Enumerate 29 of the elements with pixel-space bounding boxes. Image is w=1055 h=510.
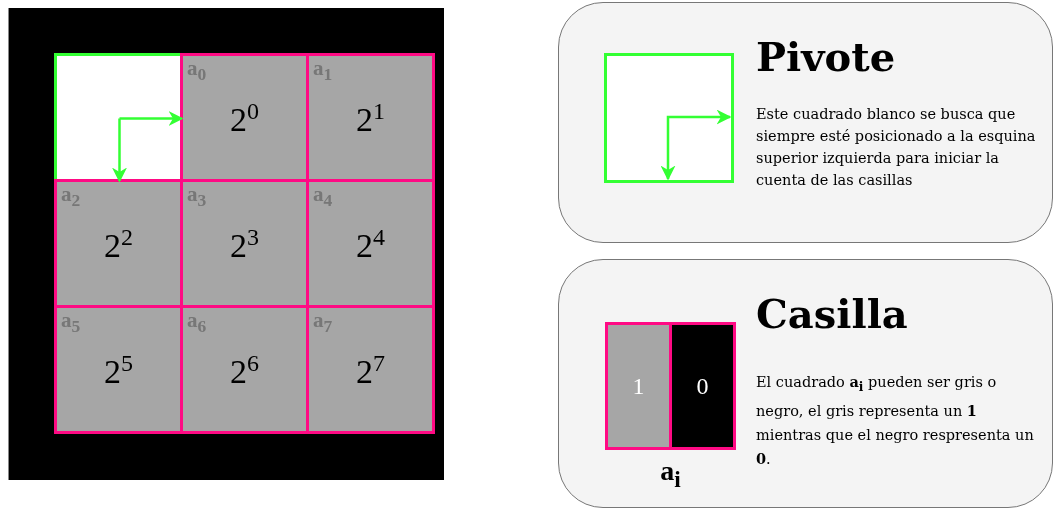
pivot-square (54, 53, 183, 182)
grid-cell (306, 179, 435, 308)
cell-variable-label: a$_{i}$ (659, 455, 682, 493)
power-of-two: 2$^{6}$ (229, 350, 260, 392)
grid-cell (180, 53, 309, 182)
power-of-two: 2$^{1}$ (355, 98, 386, 140)
grid-cell (54, 179, 183, 308)
board-background (8, 8, 444, 480)
power-of-two: 2$^{5}$ (103, 350, 134, 392)
zero-bit-cell: 0 (669, 322, 736, 450)
power-of-two: 2$^{2}$ (103, 224, 134, 266)
direction-arrow (119, 111, 184, 126)
grid-cell (306, 53, 435, 182)
info-card (558, 259, 1053, 508)
power-of-two: 2$^{3}$ (229, 224, 260, 266)
info-card (558, 2, 1053, 243)
card-description: Este cuadrado blanco se busca que siempre esté posicionado a la esquina superior izquierda para iniciar la cuenta de las casillas (756, 105, 1037, 190)
card-heading: Casilla (756, 290, 908, 337)
direction-arrow (112, 118, 127, 183)
card-heading: Pivote (756, 33, 896, 80)
card-description: El cuadrado a$_{i}$ pueden ser gris o negro, el gris representa un 1 mientras que el negro respresenta un 0. (756, 372, 1035, 469)
grid-cell (54, 305, 183, 434)
power-of-two: 2$^{0}$ (229, 98, 260, 140)
power-of-two: 2$^{4}$ (355, 224, 386, 266)
grid-cell (306, 305, 435, 434)
power-of-two: 2$^{7}$ (355, 350, 386, 392)
one-bit-cell: 1 (605, 322, 672, 450)
grid-cell (180, 179, 309, 308)
grid-cell (180, 305, 309, 434)
